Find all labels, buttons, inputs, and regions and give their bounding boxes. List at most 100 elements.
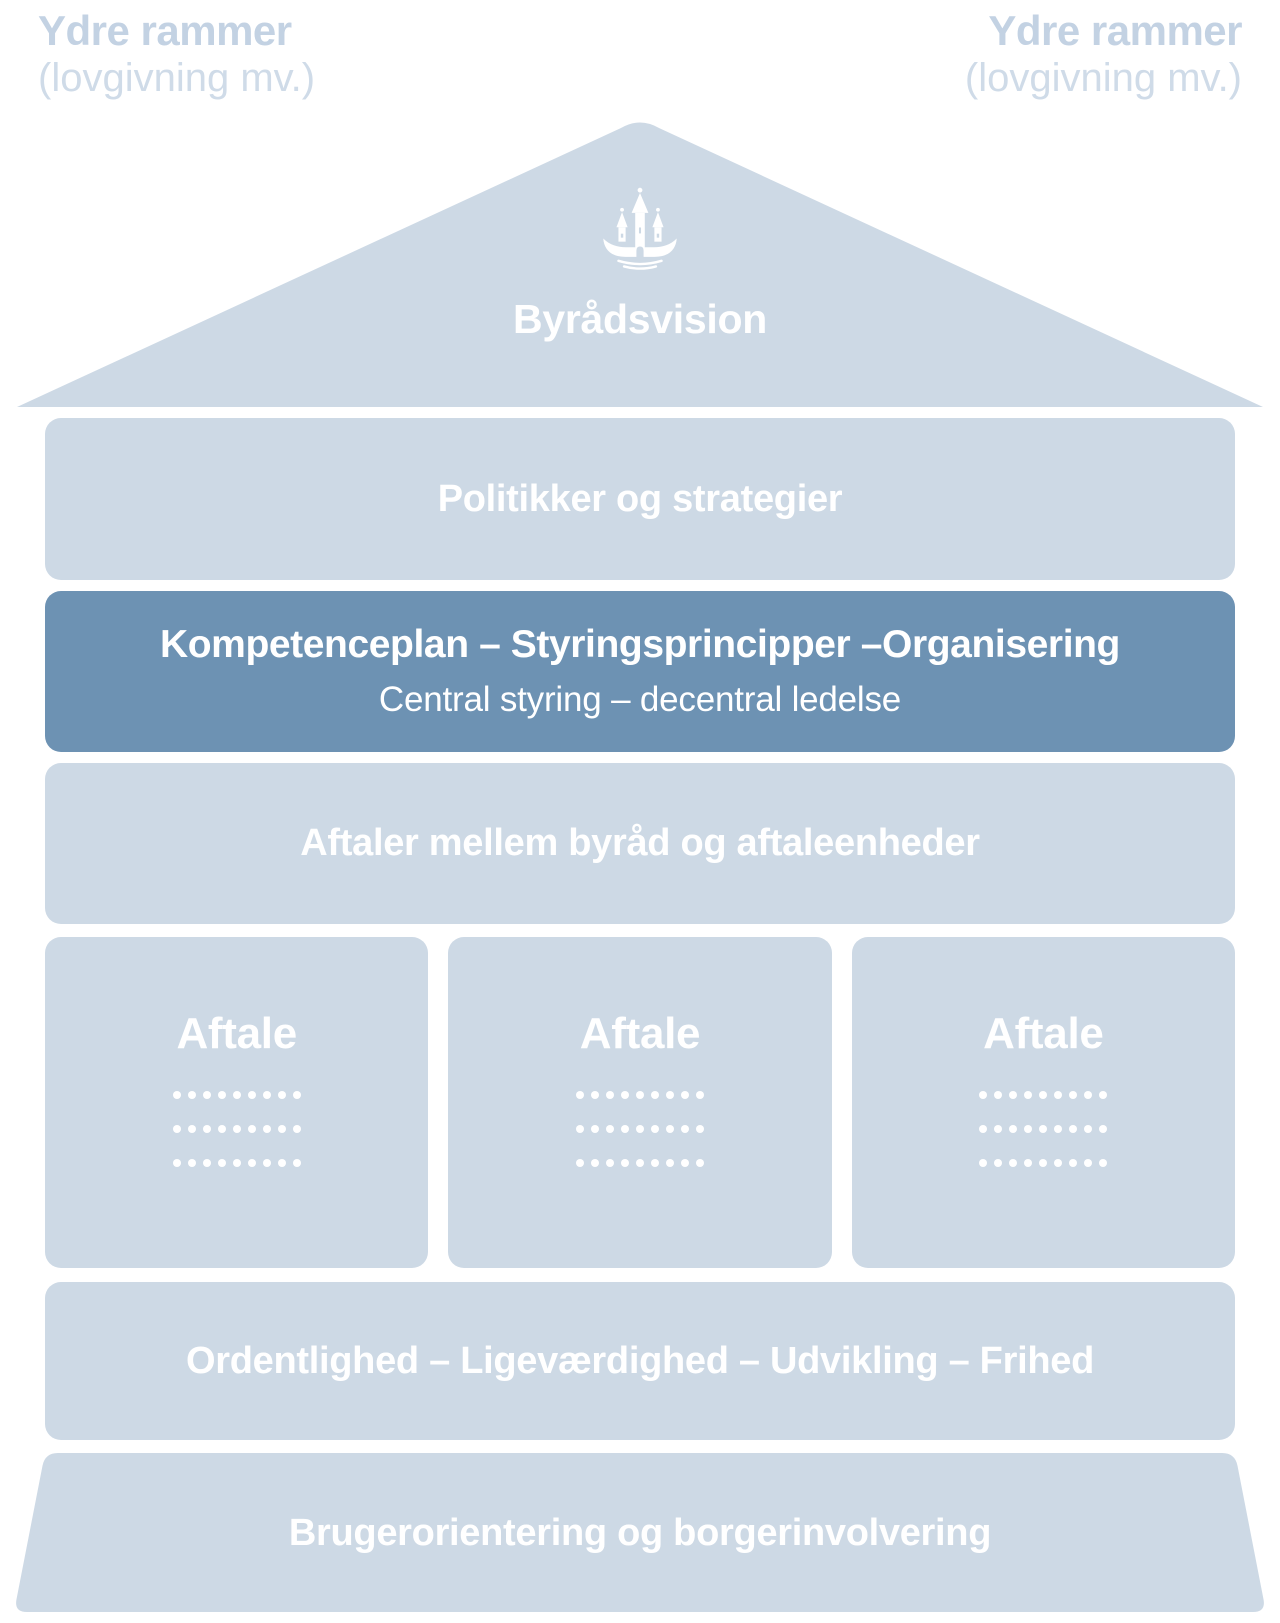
dot [1009,1125,1018,1133]
dot [1024,1091,1033,1099]
dot [1054,1091,1063,1099]
dot [680,1091,689,1099]
outer-frame-label-right: Ydre rammer (lovgivning mv.) [964,6,1243,102]
dot-row [979,1125,1108,1133]
dot [172,1091,181,1099]
competence-plan-box: Kompetenceplan – Styringsprincipper –Org… [45,591,1235,752]
dot [187,1125,196,1133]
dot [590,1091,599,1099]
dot [202,1091,211,1099]
dot [979,1125,988,1133]
aftale-box-1: Aftale [45,937,429,1268]
dot [620,1091,629,1099]
placeholder-dots [979,1091,1108,1167]
values-label: Ordentlighed – Ligeværdighed – Udvikling… [186,1339,1094,1382]
dot [247,1159,256,1167]
dot [1009,1159,1018,1167]
outer-frame-subtitle: (lovgivning mv.) [38,56,316,101]
dot [1099,1091,1108,1099]
dot [665,1091,674,1099]
dot [650,1125,659,1133]
dot [292,1159,301,1167]
dot [695,1159,704,1167]
aftale-box-3: Aftale [851,937,1235,1268]
dot [1039,1159,1048,1167]
dot [1069,1091,1078,1099]
dot-row [172,1125,301,1133]
dot [994,1125,1003,1133]
competence-plan-title: Kompetenceplan – Styringsprincipper –Org… [160,623,1120,666]
dot [575,1091,584,1099]
outer-frame-title: Ydre rammer [38,7,292,54]
aftale-boxes-row: Aftale Aftale Aftale [45,937,1235,1268]
agreements-box: Aftaler mellem byråd og aftaleenheder [45,763,1235,924]
dot [1069,1159,1078,1167]
agreements-label: Aftaler mellem byråd og aftaleenheder [300,822,980,864]
aftale-title: Aftale [983,1009,1104,1058]
politics-strategies-label: Politikker og strategier [437,477,843,520]
dot [202,1125,211,1133]
dot [292,1125,301,1133]
aftale-title: Aftale [176,1009,297,1058]
dot [605,1091,614,1099]
dot [979,1091,988,1099]
aftale-box-2: Aftale [448,937,832,1268]
dot [620,1159,629,1167]
dot [1024,1159,1033,1167]
foundation-base-shape [16,1453,1264,1612]
dot [1009,1091,1018,1099]
dot [665,1125,674,1133]
dot-row [979,1091,1108,1099]
dot [994,1159,1003,1167]
aftale-title: Aftale [579,1009,701,1058]
dot [635,1091,644,1099]
dot [695,1091,704,1099]
values-box: Ordentlighed – Ligeværdighed – Udvikling… [45,1282,1235,1440]
competence-plan-subtitle: Central styring – decentral ledelse [378,680,902,719]
dot [680,1125,689,1133]
dot [575,1125,584,1133]
dot-row [172,1091,301,1099]
dot [665,1159,674,1167]
dot [605,1125,614,1133]
politics-strategies-box: Politikker og strategier [45,418,1235,580]
outer-frame-title: Ydre rammer [988,7,1242,54]
dot [262,1159,271,1167]
municipality-castle-logo-icon [603,187,677,270]
dot [605,1159,614,1167]
dot [1024,1125,1033,1133]
dot [1084,1125,1093,1133]
dot [575,1159,584,1167]
dot [217,1159,226,1167]
placeholder-dots [172,1091,301,1167]
dot [1084,1159,1093,1167]
dot [635,1159,644,1167]
dot [1069,1125,1078,1133]
dot-row [172,1159,301,1167]
dot [1084,1091,1093,1099]
dot [1054,1125,1063,1133]
dot [172,1159,181,1167]
outer-frame-subtitle: (lovgivning mv.) [964,56,1242,101]
dot [979,1159,988,1167]
dot [1039,1125,1048,1133]
dot [277,1159,286,1167]
dot [994,1091,1003,1099]
dot [247,1125,256,1133]
dot-row [575,1125,704,1133]
dot [232,1125,241,1133]
dot [247,1091,256,1099]
dot [590,1125,599,1133]
roof-title: Byrådsvision [513,296,767,342]
dot [1099,1125,1108,1133]
foundation-label: Brugerorientering og borgerinvolvering [288,1511,992,1554]
dot [232,1159,241,1167]
dot [262,1125,271,1133]
dot [202,1159,211,1167]
dot [217,1091,226,1099]
dot [1099,1159,1108,1167]
dot [292,1091,301,1099]
dot-row [979,1159,1108,1167]
dot [650,1159,659,1167]
